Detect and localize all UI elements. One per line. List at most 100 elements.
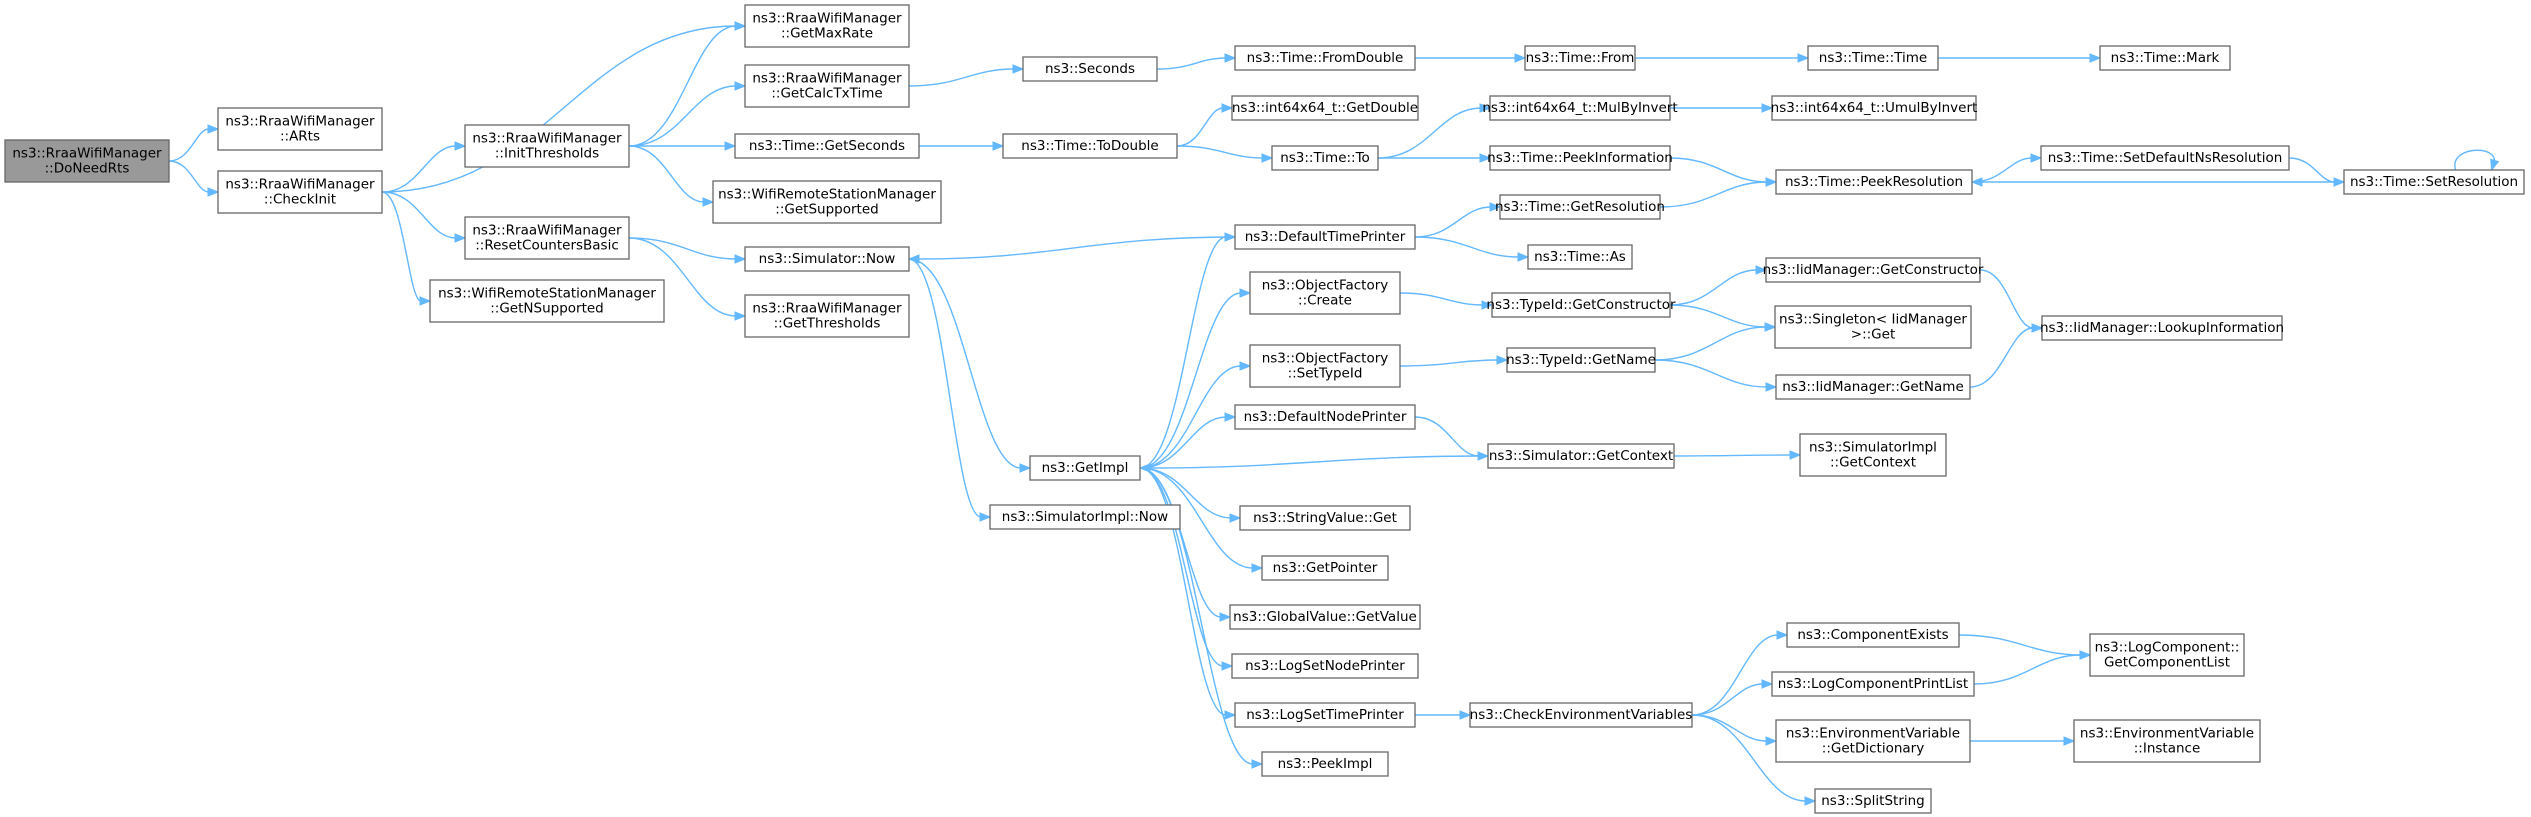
node-getresolution[interactable]: ns3::Time::GetResolution: [1495, 194, 1665, 220]
node-box: [2040, 145, 2290, 171]
node-getpointer[interactable]: ns3::GetPointer: [1261, 555, 1389, 581]
edge-line: [2454, 149, 2495, 171]
node-label: ns3::LogComponentPrintList: [1778, 676, 1968, 692]
edge-line: [628, 145, 705, 203]
arrowhead-icon: [1459, 710, 1472, 720]
node-timefrom[interactable]: ns3::Time::From: [1524, 45, 1636, 71]
node-label: ns3::RraaWifiManager: [12, 146, 162, 162]
node-globalvalue[interactable]: ns3::GlobalValue::GetValue: [1229, 604, 1421, 630]
node-label: ns3::IidManager::GetConstructor: [1763, 262, 1984, 278]
edge-getimpl-getpointer: [1139, 467, 1264, 573]
edge-initthresholds-getmaxrate: [628, 21, 747, 147]
node-logsettime[interactable]: ns3::LogSetTimePrinter: [1234, 702, 1416, 728]
node-box: [734, 133, 920, 159]
node-getimpl[interactable]: ns3::GetImpl: [1029, 455, 1141, 481]
node-simgetcontext[interactable]: ns3::Simulator::GetContext: [1487, 443, 1675, 469]
edge-tidgetctor-iidgetctor: [1669, 265, 1768, 306]
arrowhead-icon: [1221, 103, 1234, 113]
node-getnsupported[interactable]: ns3::WifiRemoteStationManager::GetNSuppo…: [429, 279, 665, 323]
node-label: ns3::LogSetTimePrinter: [1246, 707, 1404, 723]
node-timetime[interactable]: ns3::Time::Time: [1807, 45, 1939, 71]
node-box: [1775, 719, 1971, 763]
node-box: [1775, 169, 1973, 195]
node-initthresholds[interactable]: ns3::RraaWifiManager::InitThresholds: [464, 124, 630, 168]
arrowhead-icon: [1776, 630, 1789, 640]
node-splitstring[interactable]: ns3::SplitString: [1814, 788, 1932, 814]
edge-line: [381, 191, 457, 239]
arrowhead-icon: [734, 21, 747, 31]
node-box: [2343, 169, 2525, 195]
node-lookupinfo[interactable]: ns3::IidManager::LookupInformation: [2040, 315, 2284, 341]
node-todouble[interactable]: ns3::Time::ToDouble: [1002, 133, 1178, 159]
node-fromdouble[interactable]: ns3::Time::FromDouble: [1234, 45, 1416, 71]
node-simimplnow[interactable]: ns3::SimulatorImpl::Now: [989, 504, 1181, 530]
edge-initthresholds-getsupported: [628, 145, 715, 207]
arrowhead-icon: [724, 141, 737, 151]
node-tidgetctor[interactable]: ns3::TypeId::GetConstructor: [1486, 292, 1676, 318]
node-box: [464, 124, 630, 168]
node-box: [1234, 224, 1416, 250]
node-box: [1271, 145, 1379, 171]
edge-line: [1139, 467, 1254, 569]
edge-line: [1669, 269, 1758, 306]
node-timemark[interactable]: ns3::Time::Mark: [2099, 45, 2231, 71]
node-timeas[interactable]: ns3::Time::As: [1527, 244, 1633, 270]
edge-line: [1979, 269, 2034, 329]
node-box: [744, 246, 910, 272]
node-checkinit[interactable]: ns3::RraaWifiManager::CheckInit: [217, 170, 383, 214]
node-mulbyinvert[interactable]: ns3::int64x64_t::MulByInvert: [1482, 95, 1678, 121]
node-stringvalueget[interactable]: ns3::StringValue::Get: [1239, 505, 1411, 531]
node-iidgetname[interactable]: ns3::IidManager::GetName: [1775, 374, 1971, 400]
node-label: ns3::RraaWifiManager: [752, 71, 902, 87]
node-deftimeprinter[interactable]: ns3::DefaultTimePrinter: [1234, 224, 1416, 250]
node-peekimpl[interactable]: ns3::PeekImpl: [1261, 751, 1389, 777]
node-logcompprint[interactable]: ns3::LogComponentPrintList: [1771, 671, 1975, 697]
node-getcomplist[interactable]: ns3::LogComponent::GetComponentList: [2089, 633, 2245, 677]
arrowhead-icon: [454, 233, 467, 243]
node-peekresolution[interactable]: ns3::Time::PeekResolution: [1775, 169, 1973, 195]
node-box: [1506, 347, 1656, 373]
node-setresolution[interactable]: ns3::Time::SetResolution: [2343, 169, 2525, 195]
node-box: [1489, 145, 1671, 171]
node-singletonget[interactable]: ns3::Singleton< IidManager >::Get: [1774, 305, 1972, 349]
arrowhead-icon: [1970, 177, 1983, 187]
node-umulbyinvert[interactable]: ns3::int64x64_t::UmulByInvert: [1771, 95, 1978, 121]
edge-initthresholds-getcalctxtime: [628, 81, 747, 147]
node-label: ns3::Singleton< IidManager: [1779, 312, 1967, 328]
node-timeto[interactable]: ns3::Time::To: [1271, 145, 1379, 171]
edge-getimpl-deftimeprinter: [1139, 232, 1237, 469]
node-peekinfo[interactable]: ns3::Time::PeekInformation: [1487, 145, 1673, 171]
node-arts[interactable]: ns3::RraaWifiManager::ARts: [217, 107, 383, 151]
node-resetcounters[interactable]: ns3::RraaWifiManager::ResetCountersBasic: [464, 216, 630, 260]
node-simnow[interactable]: ns3::Simulator::Now: [744, 246, 910, 272]
node-setdefaultns[interactable]: ns3::Time::SetDefaultNsResolution: [2040, 145, 2290, 171]
node-intgetdouble[interactable]: ns3::int64x64_t::GetDouble: [1231, 95, 1419, 121]
node-getthresholds[interactable]: ns3::RraaWifiManager::GetThresholds: [744, 294, 910, 338]
node-logsetnode[interactable]: ns3::LogSetNodePrinter: [1231, 653, 1419, 679]
node-label: ns3::GlobalValue::GetValue: [1233, 609, 1417, 625]
node-label: ns3::Time::Mark: [2111, 50, 2220, 66]
node-getsupported[interactable]: ns3::WifiRemoteStationManager::GetSuppor…: [712, 180, 942, 224]
node-ofcreate[interactable]: ns3::ObjectFactory::Create: [1249, 271, 1401, 315]
node-box: [744, 4, 910, 48]
node-timegetseconds[interactable]: ns3::Time::GetSeconds: [734, 133, 920, 159]
node-defnodeprinter[interactable]: ns3::DefaultNodePrinter: [1234, 404, 1416, 430]
node-doneedrts[interactable]: ns3::RraaWifiManager::DoNeedRts: [4, 139, 170, 183]
node-checkenv[interactable]: ns3::CheckEnvironmentVariables: [1469, 702, 1693, 728]
node-envinstance[interactable]: ns3::EnvironmentVariable::Instance: [2073, 719, 2261, 763]
node-label: ns3::EnvironmentVariable: [1786, 726, 1960, 742]
node-getcalctxtime[interactable]: ns3::RraaWifiManager::GetCalcTxTime: [744, 64, 910, 108]
node-ofsettypeid[interactable]: ns3::ObjectFactory::SetTypeId: [1249, 344, 1401, 388]
node-seconds[interactable]: ns3::Seconds: [1022, 56, 1158, 82]
node-getmaxrate[interactable]: ns3::RraaWifiManager::GetMaxRate: [744, 4, 910, 48]
node-componentexists[interactable]: ns3::ComponentExists: [1786, 622, 1960, 648]
edge-line: [1669, 304, 1767, 328]
edge-checkenv-splitstring: [1691, 714, 1817, 806]
node-label: ns3::IidManager::GetName: [1782, 379, 1964, 395]
node-iidgetctor[interactable]: ns3::IidManager::GetConstructor: [1763, 257, 1984, 283]
node-label: ns3::GetImpl: [1042, 460, 1129, 476]
node-tidgetname[interactable]: ns3::TypeId::GetName: [1506, 347, 1656, 373]
node-label: ::ResetCountersBasic: [475, 238, 619, 254]
node-simimplgetctx[interactable]: ns3::SimulatorImpl::GetContext: [1799, 433, 1947, 477]
node-envgetdict[interactable]: ns3::EnvironmentVariable::GetDictionary: [1775, 719, 1971, 763]
